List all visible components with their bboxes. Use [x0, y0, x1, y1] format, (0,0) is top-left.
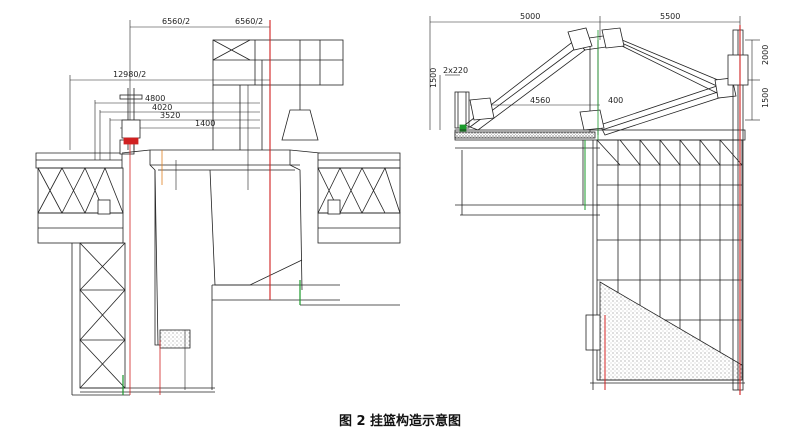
dim-5000: 5000: [520, 12, 540, 21]
right-truss-frame: [317, 152, 401, 244]
dim-400: 400: [608, 96, 623, 105]
cross-section-drawing: [35, 20, 401, 396]
inclined-truss: [464, 27, 737, 136]
side-basket-cage: [590, 139, 745, 384]
side-elevation-drawing: [429, 16, 760, 395]
colored-axes: [122, 20, 301, 395]
dim-6560-left: 6560/2: [162, 17, 190, 26]
dim-1400: 1400: [195, 119, 215, 128]
left-dimension-labels: 6560/2 6560/2 12980/2 4800 4020 3520 140…: [113, 17, 263, 128]
side-dimension-lines: [429, 16, 760, 130]
dim-4560: 4560: [530, 96, 550, 105]
right-dimension-labels: 5000 5500 2000 1500 1500 2x220 4560 400: [429, 12, 770, 108]
dim-2000: 2000: [761, 45, 770, 65]
top-main-frame: [212, 39, 344, 150]
left-mast: [119, 88, 143, 150]
dim-1500-right: 1500: [761, 88, 770, 108]
dim-4800: 4800: [145, 94, 165, 103]
dim-3520: 3520: [160, 111, 180, 120]
dim-6560-right: 6560/2: [235, 17, 263, 26]
bottom-platform: [80, 304, 400, 393]
top-dimension-lines: [69, 20, 271, 160]
side-left-post: [454, 91, 470, 132]
left-truss-frame: [35, 139, 135, 396]
dim-1500-left: 1500: [429, 68, 438, 88]
hanger-rods: [175, 85, 249, 390]
side-front-column: [582, 29, 749, 391]
dim-5500: 5500: [660, 12, 680, 21]
box-girder: [121, 149, 340, 390]
dim-12980: 12980/2: [113, 70, 146, 79]
dim-4020: 4020: [152, 103, 172, 112]
side-colored-axes: [584, 25, 741, 395]
figure-caption: 图 2 挂篮构造示意图: [338, 414, 462, 429]
dim-2x220: 2x220: [443, 66, 468, 75]
